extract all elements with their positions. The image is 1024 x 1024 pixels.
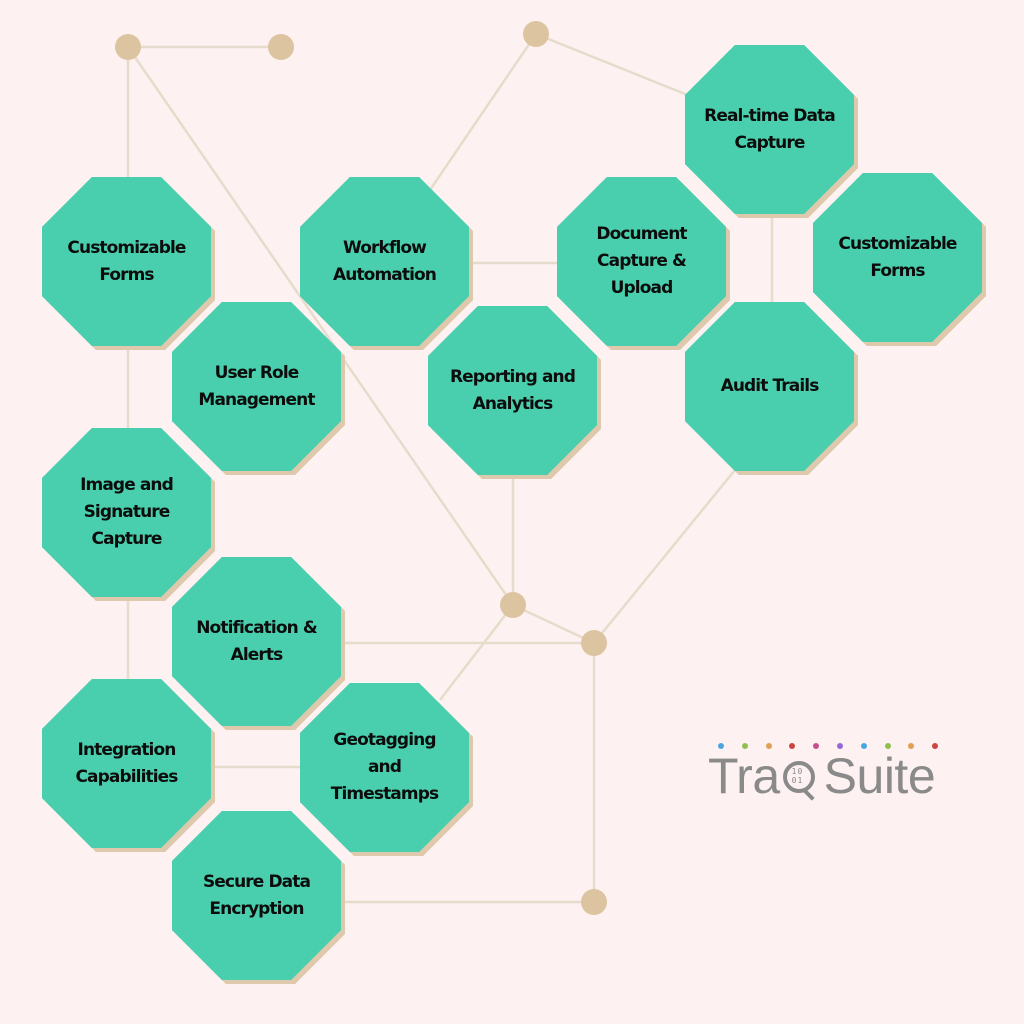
connector-node (581, 889, 607, 915)
feature-label: Image and Signature Capture (80, 475, 174, 549)
logo-dot (741, 743, 748, 749)
feature-octagon-workflow-automation: Workflow Automation (300, 177, 473, 350)
feature-octagon-audit-trails: Audit Trails (685, 302, 858, 475)
feature-octagon-notification-alerts: Notification & Alerts (172, 557, 345, 730)
logo-dot (813, 743, 820, 749)
octagon-shape: Notification & Alerts (172, 557, 341, 726)
logo-dot (789, 743, 796, 749)
connector-lines (126, 32, 774, 904)
feature-label: Real-time Data Capture (704, 105, 836, 153)
feature-label: Document Capture & Upload (596, 224, 687, 298)
logo-dot (884, 743, 891, 749)
feature-label: Audit Trails (720, 376, 820, 396)
connector-node (115, 34, 141, 60)
connector-line (439, 604, 514, 701)
connector-node (268, 34, 294, 60)
feature-label: Secure Data Encryption (202, 871, 311, 919)
feature-label: Reporting and Analytics (449, 366, 576, 414)
traqsuite-logo: Tra 10 01 Suite (706, 738, 956, 808)
logo-prefix: Tra (708, 748, 780, 804)
feature-octagon-real-time-data-capture: Real-time Data Capture (685, 45, 858, 218)
logo-dot (765, 743, 772, 749)
octagon-shape: Document Capture & Upload (557, 177, 726, 346)
feature-octagon-customizable-forms-right: Customizable Forms (813, 173, 986, 346)
feature-octagon-image-and-signature-capture: Image and Signature Capture (42, 428, 215, 601)
octagon-shape: Image and Signature Capture (42, 428, 211, 597)
logo-dots (718, 743, 939, 749)
connector-line (512, 603, 595, 645)
logo-wordmark: Tra 10 01 Suite (708, 747, 936, 805)
logo-dot (836, 743, 843, 749)
connector-nodes (115, 21, 607, 915)
connector-line (126, 46, 515, 606)
feature-label: Customizable Forms (838, 233, 957, 281)
feature-octagon-geotagging-timestamps: Geotagging and Timestamps (300, 683, 473, 856)
connector-line (428, 33, 538, 191)
logo-suffix: Suite (823, 748, 936, 804)
feature-label: Geotagging and Timestamps (330, 730, 439, 804)
feature-octagon-document-capture-upload: Document Capture & Upload (557, 177, 730, 350)
feature-label: User Role Management (198, 362, 315, 410)
feature-label: Integration Capabilities (75, 739, 178, 787)
connector-node (500, 592, 526, 618)
octagon-shape: Secure Data Encryption (172, 811, 341, 980)
logo-dot (932, 743, 939, 749)
feature-label: Notification & Alerts (196, 617, 317, 665)
octagon-shape: Audit Trails (685, 302, 854, 471)
logo-dot (718, 743, 724, 749)
octagon-shape: Geotagging and Timestamps (300, 683, 469, 852)
octagon-shape: Workflow Automation (300, 177, 469, 346)
feature-octagon-user-role-management: User Role Management (172, 302, 345, 475)
feature-label: Workflow Automation (333, 237, 437, 285)
connector-line (535, 32, 701, 102)
connector-node (523, 21, 549, 47)
octagon-shape: Real-time Data Capture (685, 45, 854, 214)
logo-dot (860, 743, 867, 749)
octagon-shape: Customizable Forms (813, 173, 982, 342)
logo-q-magnifier-icon: 10 01 (781, 753, 823, 801)
feature-label: Customizable Forms (67, 237, 186, 285)
connector-node (581, 630, 607, 656)
octagon-shape: Customizable Forms (42, 177, 211, 346)
feature-octagon-customizable-forms-left: Customizable Forms (42, 177, 215, 350)
feature-octagon-reporting-and-analytics: Reporting and Analytics (428, 306, 601, 479)
logo-binary-bits: 10 01 (791, 767, 804, 785)
feature-octagon-integration-capabilities: Integration Capabilities (42, 679, 215, 852)
octagon-shape: User Role Management (172, 302, 341, 471)
octagon-shape: Reporting and Analytics (428, 306, 597, 475)
logo-dot (908, 743, 915, 749)
connector-line (593, 469, 736, 644)
feature-octagon-secure-data-encryption: Secure Data Encryption (172, 811, 345, 984)
octagon-shape: Integration Capabilities (42, 679, 211, 848)
